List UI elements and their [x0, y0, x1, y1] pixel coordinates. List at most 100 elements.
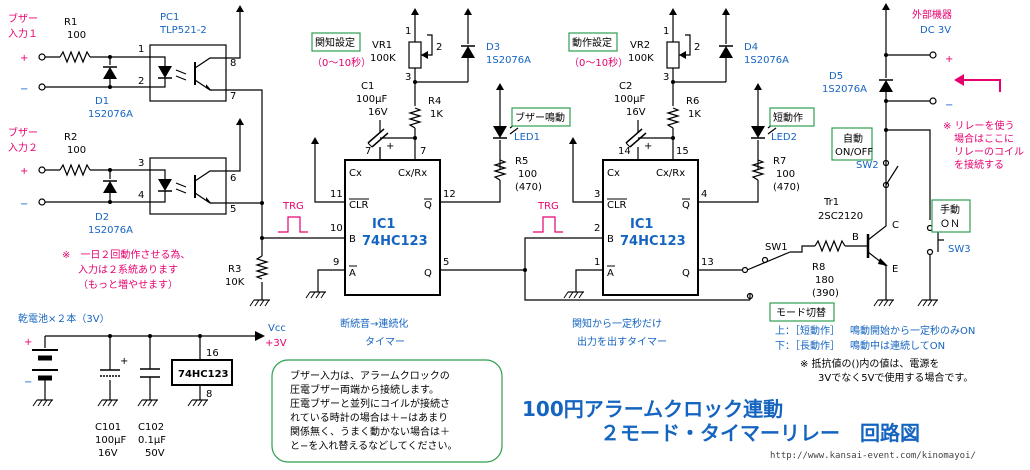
ic1b-body: [602, 159, 699, 296]
sw3-name: SW3: [948, 244, 971, 255]
timer1-caption-2: タイマー: [365, 336, 405, 348]
timer1-setting-box: [311, 32, 361, 52]
vr2-name: VR2: [630, 40, 650, 51]
ext-plus-terminal: [929, 51, 937, 59]
c2-value: 100μF: [614, 94, 645, 105]
ext-minus-terminal: [929, 97, 937, 105]
battery-plus: +: [24, 337, 32, 348]
svg-text:Q: Q: [424, 268, 432, 279]
timer1-trg-pulse: [278, 216, 308, 233]
svg-text:2: 2: [436, 42, 442, 53]
c2-name: C2: [619, 81, 632, 92]
mode-label: モード切替: [776, 306, 826, 319]
d2-diode: [103, 181, 117, 193]
svg-text:13: 13: [701, 257, 714, 268]
svg-text:1: 1: [405, 26, 411, 37]
input2-plus-terminal: [38, 166, 46, 174]
svg-text:2: 2: [138, 76, 144, 87]
input2-label-line2: 入力２: [8, 141, 38, 154]
buzzer-label-box: [511, 107, 571, 127]
svg-text:A: A: [607, 268, 614, 279]
led1-name: LED1: [514, 132, 540, 143]
vr1-pot: [408, 41, 422, 69]
vr1-value: 100K: [370, 53, 396, 64]
svg-text:4: 4: [138, 190, 144, 201]
timer1-setting-range: （0〜10秒）: [312, 56, 371, 69]
short-label-box: [769, 107, 815, 127]
ext-plus: +: [945, 54, 953, 65]
r1-value: 100: [67, 30, 86, 41]
input2-label-line1: ブザー: [8, 126, 38, 139]
r4-name: R4: [428, 96, 441, 107]
d2-name: D2: [95, 212, 109, 223]
svg-text:12: 12: [443, 189, 456, 200]
timer2-caption-2: 出力を出すタイマー: [577, 335, 667, 348]
r4-value: 1K: [430, 109, 443, 120]
svg-text:15: 15: [676, 146, 689, 157]
mode-up-2: 鳴動開始から一定秒のみON: [850, 324, 975, 337]
timer1-caption-1: 断続音→連続化: [340, 317, 408, 330]
input2-minus-terminal: [38, 198, 46, 206]
svg-text:1: 1: [663, 26, 669, 37]
c102-volt: 50V: [145, 448, 165, 459]
svg-text:7: 7: [365, 146, 371, 157]
pc1-lower-box: [149, 157, 227, 215]
r1-resistor: [59, 50, 91, 64]
timer2-section: Cx CLR B A Cx/Rx Q Q IC1 74HC123 3 2 1 4…: [440, 7, 815, 348]
battery-label: 乾電池×２本（3V）: [18, 312, 110, 325]
d5-part: 1S2076A: [822, 84, 867, 95]
r7-value: 100: [776, 169, 795, 180]
svg-text:Cx: Cx: [349, 168, 362, 179]
svg-text:3: 3: [663, 72, 669, 83]
d1-name: D1: [95, 96, 109, 107]
buzzer-note-4: れている時計の場合は＋−はあまり: [290, 411, 448, 424]
timer2-caption-1: 関知から一定秒だけ: [572, 317, 662, 330]
r2-value: 100: [67, 145, 86, 156]
ic1a-name: IC1: [372, 217, 395, 232]
buzzer-note-6: と−を入れ替えるなどしてください。: [290, 439, 457, 452]
r2-name: R2: [64, 132, 77, 143]
url-text: http://www.kansai-event.com/kinomayoi/: [770, 451, 976, 461]
mode-up-1: 上：［短動作］: [775, 324, 840, 337]
input1-minus: −: [20, 84, 28, 95]
input-section: ブザー 入力１ + − R1 100 D1 1S2076A ブザー 入力２ + …: [8, 4, 271, 307]
d5-diode: [879, 80, 893, 92]
svg-text:Cx: Cx: [607, 168, 620, 179]
power-ic-label: 74HC123: [178, 369, 229, 380]
buzzer-label: ブザー鳴動: [515, 111, 565, 124]
vcc-voltage: +3V: [265, 338, 287, 349]
timer2-trg-pulse: [533, 216, 563, 233]
d3-part: 1S2076A: [486, 55, 531, 66]
d3-diode: [461, 46, 475, 58]
auto-label-2: ON/OFF: [835, 147, 873, 158]
c1-name: C1: [361, 81, 374, 92]
r8-resistor: [814, 239, 846, 253]
manual-label-2: ＯＮ: [940, 219, 960, 230]
short-label: 短動作: [773, 111, 803, 124]
led2: [751, 126, 765, 138]
power-ic-box: [171, 359, 233, 386]
buzzer-note-box: [271, 359, 503, 463]
vr1-name: VR1: [372, 40, 392, 51]
auto-label-1: 自動: [843, 132, 863, 145]
r1-name: R1: [64, 17, 77, 28]
resistor-note-1: ※ 抵抗値の()内の値は、電源を: [800, 357, 939, 370]
svg-text:A: A: [349, 268, 356, 279]
mode-label-box: [769, 302, 835, 322]
c102-value: 0.1μF: [138, 435, 166, 446]
r3-resistor: [254, 255, 270, 280]
pc1-name: PC1: [160, 12, 179, 23]
vcc-label: Vcc: [268, 323, 286, 334]
c101-volt: 16V: [98, 448, 118, 459]
d3-name: D3: [486, 42, 500, 53]
manual-switch-box: [931, 199, 971, 233]
auto-switch-box: [831, 127, 873, 161]
mode-down-2: 鳴動中は連続してON: [850, 339, 945, 352]
c101-name: C101: [95, 422, 121, 433]
r5-value: 100: [518, 169, 537, 180]
r2-resistor: [59, 163, 91, 177]
r6-value: 1K: [688, 109, 701, 120]
c1-volt: 16V: [368, 107, 388, 118]
svg-text:C: C: [892, 220, 899, 231]
